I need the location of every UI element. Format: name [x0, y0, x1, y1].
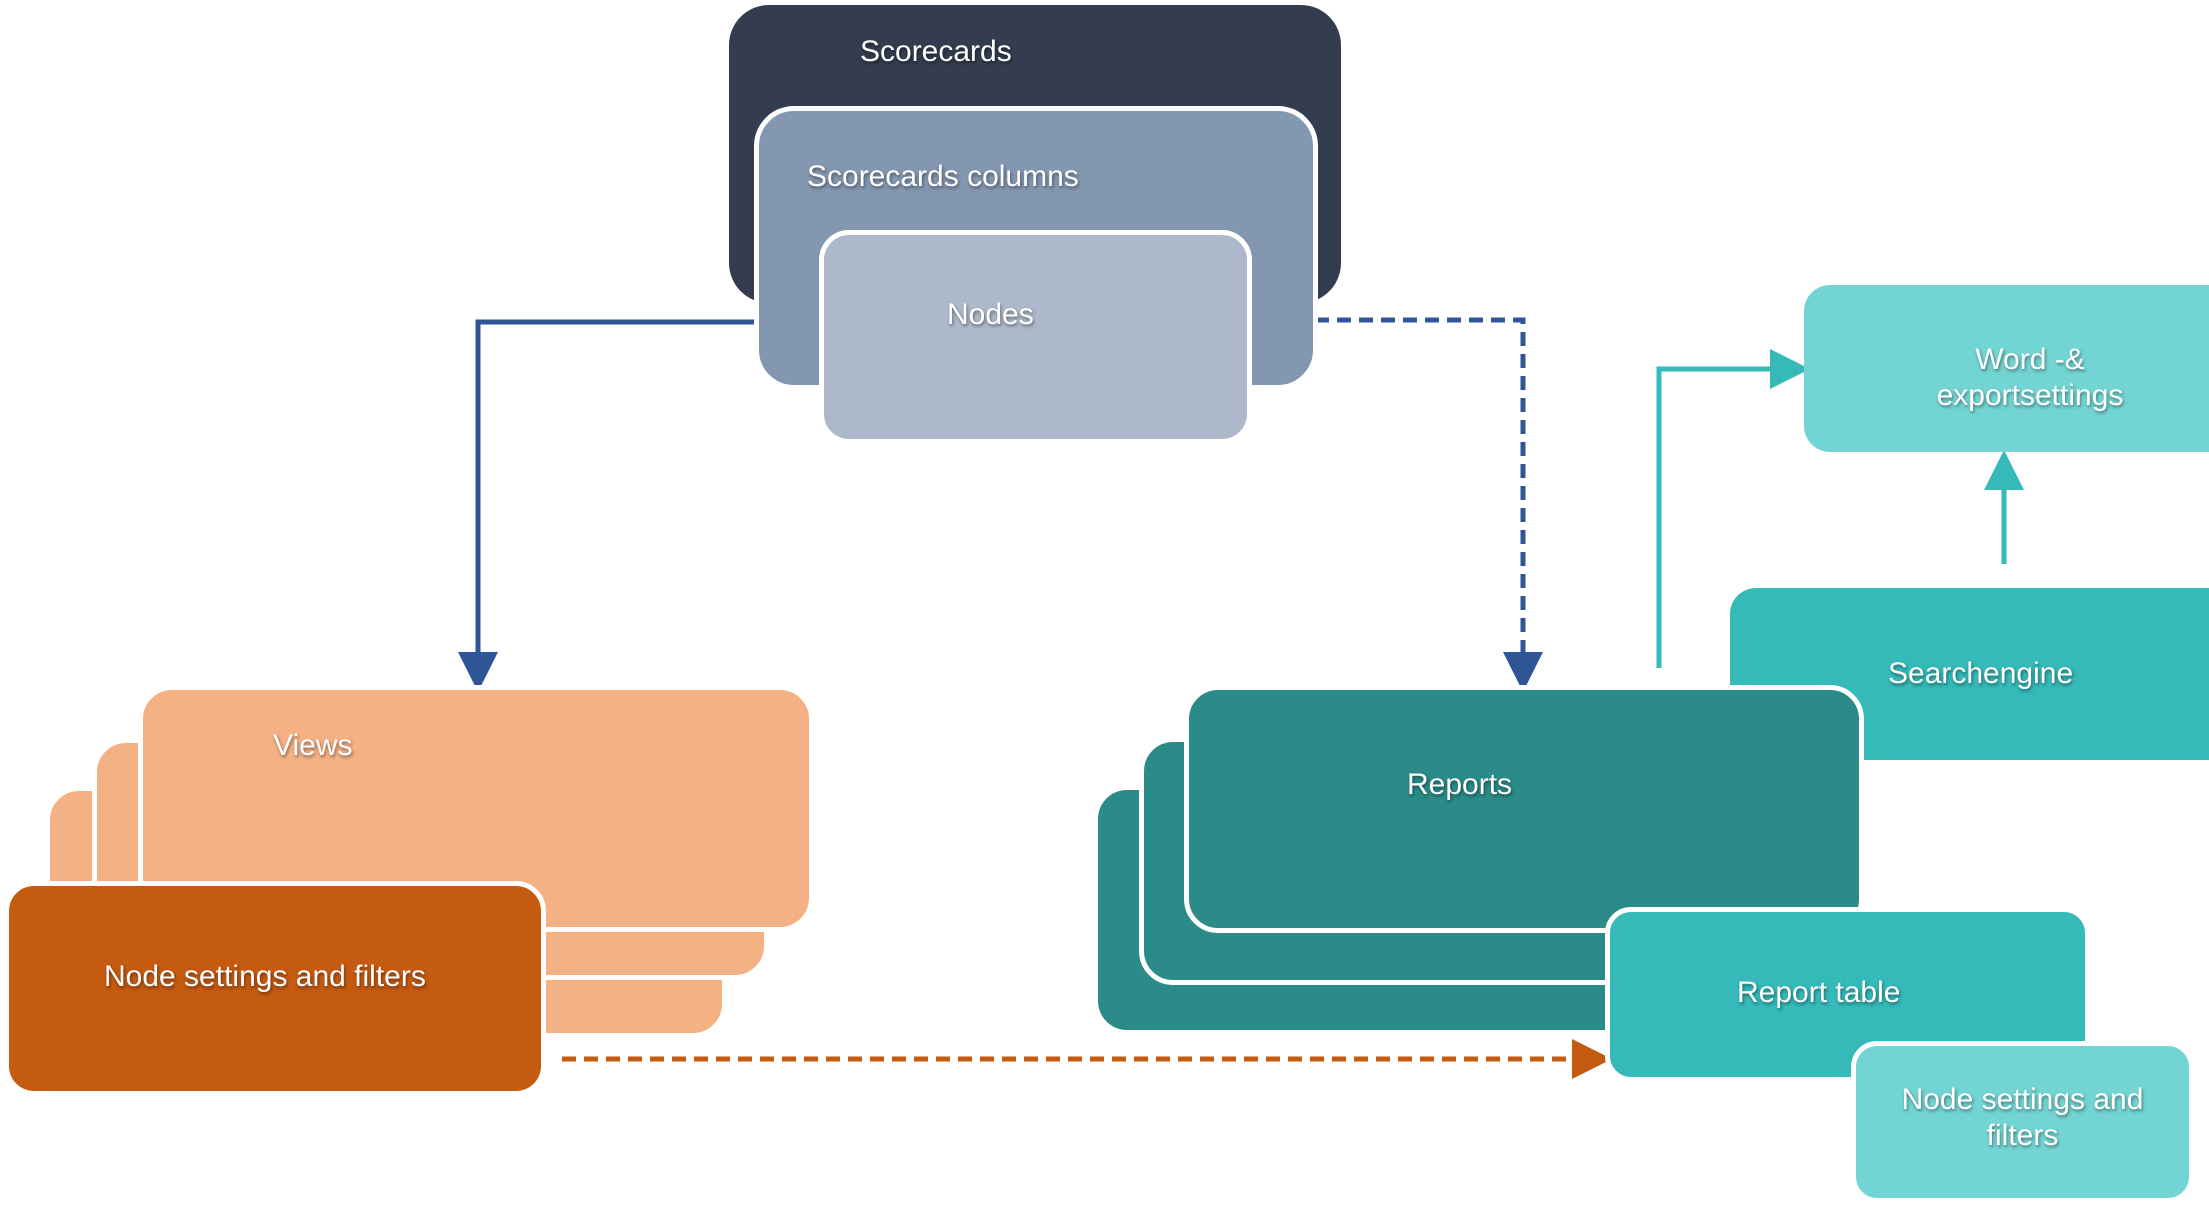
scorecards-columns-label: Scorecards columns — [807, 160, 1079, 193]
arrow-reports-to-word-export — [1656, 349, 1810, 668]
reports-node-settings-label: Node settings and filters — [1901, 1083, 2144, 1152]
arrow-scorecards-to-views — [458, 319, 762, 692]
views-node-settings-label: Node settings and filters — [104, 960, 426, 993]
arrow-scorecards-to-reports — [1315, 317, 1543, 692]
nodes-label: Nodes — [947, 298, 1034, 331]
views-label: Views — [273, 729, 353, 762]
reports-box — [1184, 685, 1864, 933]
views-node-settings-box — [4, 881, 546, 1096]
reports-label: Reports — [1407, 768, 1513, 801]
report-table-label: Report table — [1737, 976, 1901, 1009]
reports-node-settings-box — [1851, 1041, 2194, 1203]
word-export-box — [1804, 285, 2209, 452]
word-export-label: Word -& exportsettings — [1936, 343, 2124, 412]
scorecards-label: Scorecards — [860, 35, 1012, 68]
searchengine-label: Searchengine — [1888, 657, 2074, 690]
nodes-box — [819, 230, 1252, 444]
